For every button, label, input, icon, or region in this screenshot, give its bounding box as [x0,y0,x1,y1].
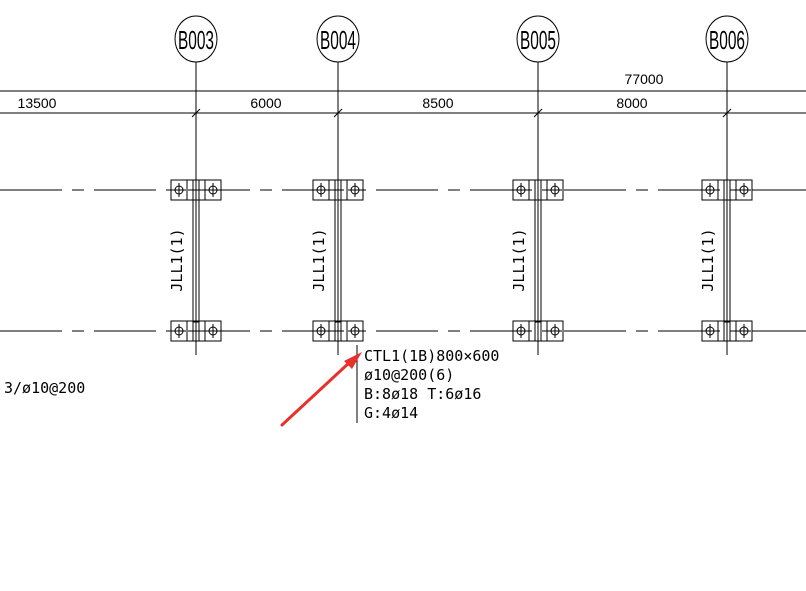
axis-bubble-b004[interactable]: B004 [316,15,360,63]
axis-lines [195,62,728,355]
beam-label-b003: JLL1(1) [168,228,186,291]
dimension-lines [0,90,806,118]
cap-annotation-line-3: B:8ø18 T:6ø16 [364,385,481,403]
axis-label: B005 [520,25,556,55]
beam-label-b004: JLL1(1) [310,228,328,291]
pile-cap[interactable] [512,320,564,342]
axis-bubble-b006[interactable]: B006 [705,15,749,63]
tie-beams [192,199,731,323]
dimension-segment-2: 6000 [250,95,281,111]
cap-annotation: CTL1(1B)800×600 ø10@200(6) B:8ø18 T:6ø16… [356,345,499,423]
axis-label: B003 [178,25,214,55]
axis-bubble-b005[interactable]: B005 [516,15,560,63]
beam-label-b006: JLL1(1) [699,228,717,291]
dimension-segment-3: 8500 [422,95,453,111]
pile-caps [170,179,753,342]
dimension-overall: 77000 [625,71,664,87]
beam-label-b005: JLL1(1) [510,228,528,291]
pile-cap[interactable] [701,320,753,342]
pile-cap[interactable] [170,179,222,201]
pile-cap[interactable] [701,179,753,201]
axis-label: B004 [320,25,356,55]
cap-annotation-line-2: ø10@200(6) [364,366,454,384]
pile-cap[interactable] [512,179,564,201]
red-arrow-icon [280,352,362,427]
dimension-segment-4: 8000 [616,95,647,111]
dimension-segment-1: 13500 [18,95,57,111]
axis-bubble-b003[interactable]: B003 [174,15,218,63]
cap-annotation-line-4: G:4ø14 [364,404,418,422]
pile-cap[interactable] [170,320,222,342]
cap-annotation-line-1: CTL1(1B)800×600 [364,347,499,365]
pile-cap[interactable] [312,179,364,201]
grid-lines [0,189,806,332]
side-note: 3/ø10@200 [4,379,85,397]
axis-label: B006 [709,25,745,55]
pile-cap[interactable] [312,320,364,342]
